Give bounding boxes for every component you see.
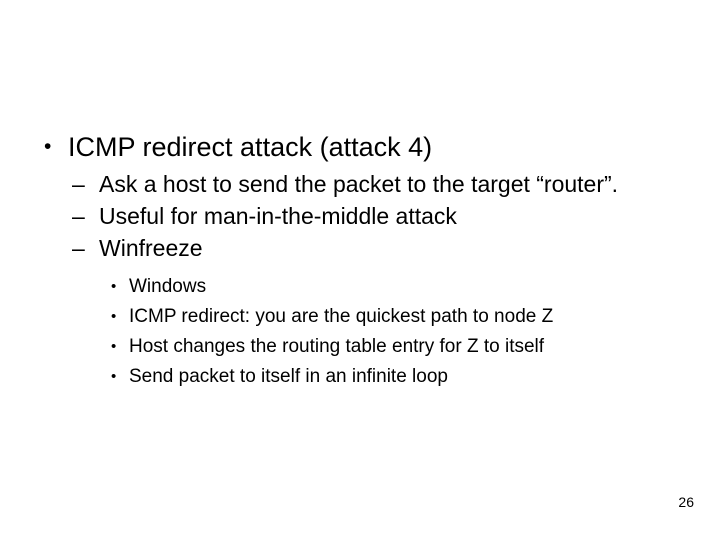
- bullet-dot-icon: •: [111, 338, 117, 355]
- bullet-dot-icon: •: [44, 135, 52, 158]
- bullet-text: Windows: [129, 276, 207, 297]
- en-dash-icon: –: [72, 203, 85, 229]
- bullet-text: Host changes the routing table entry for…: [129, 336, 545, 357]
- bullet-level3-send-packet-infinite-loop: • Send packet to itself in an infinite l…: [0, 362, 720, 391]
- bullet-text: Send packet to itself in an infinite loo…: [129, 366, 448, 387]
- page-number: 26: [678, 494, 694, 510]
- bullet-level2-ask-a-host: – Ask a host to send the packet to the t…: [0, 169, 720, 200]
- slide-content-body: • ICMP redirect attack (attack 4) – Ask …: [0, 130, 720, 392]
- bullet-dot-icon: •: [111, 278, 117, 295]
- bullet-text: ICMP redirect attack (attack 4): [68, 132, 433, 162]
- bullet-level2-useful-for-mitm: – Useful for man-in-the-middle attack: [0, 201, 720, 232]
- bullet-text: Useful for man-in-the-middle attack: [99, 203, 457, 229]
- en-dash-icon: –: [72, 235, 85, 261]
- bullet-text: ICMP redirect: you are the quickest path…: [129, 306, 554, 327]
- bullet-dot-icon: •: [111, 308, 117, 325]
- spacer: [0, 265, 720, 272]
- bullet-dot-icon: •: [111, 368, 117, 385]
- bullet-level2-winfreeze: – Winfreeze: [0, 233, 720, 264]
- bullet-text: Ask a host to send the packet to the tar…: [99, 171, 619, 197]
- bullet-level3-host-changes-routing-table: • Host changes the routing table entry f…: [0, 332, 720, 361]
- bullet-level3-icmp-redirect-quickest-path: • ICMP redirect: you are the quickest pa…: [0, 302, 720, 331]
- bullet-text: Winfreeze: [99, 235, 203, 261]
- en-dash-icon: –: [72, 171, 85, 197]
- bullet-level1-icmp-redirect-attack: • ICMP redirect attack (attack 4): [0, 130, 720, 164]
- bullet-level3-windows: • Windows: [0, 272, 720, 301]
